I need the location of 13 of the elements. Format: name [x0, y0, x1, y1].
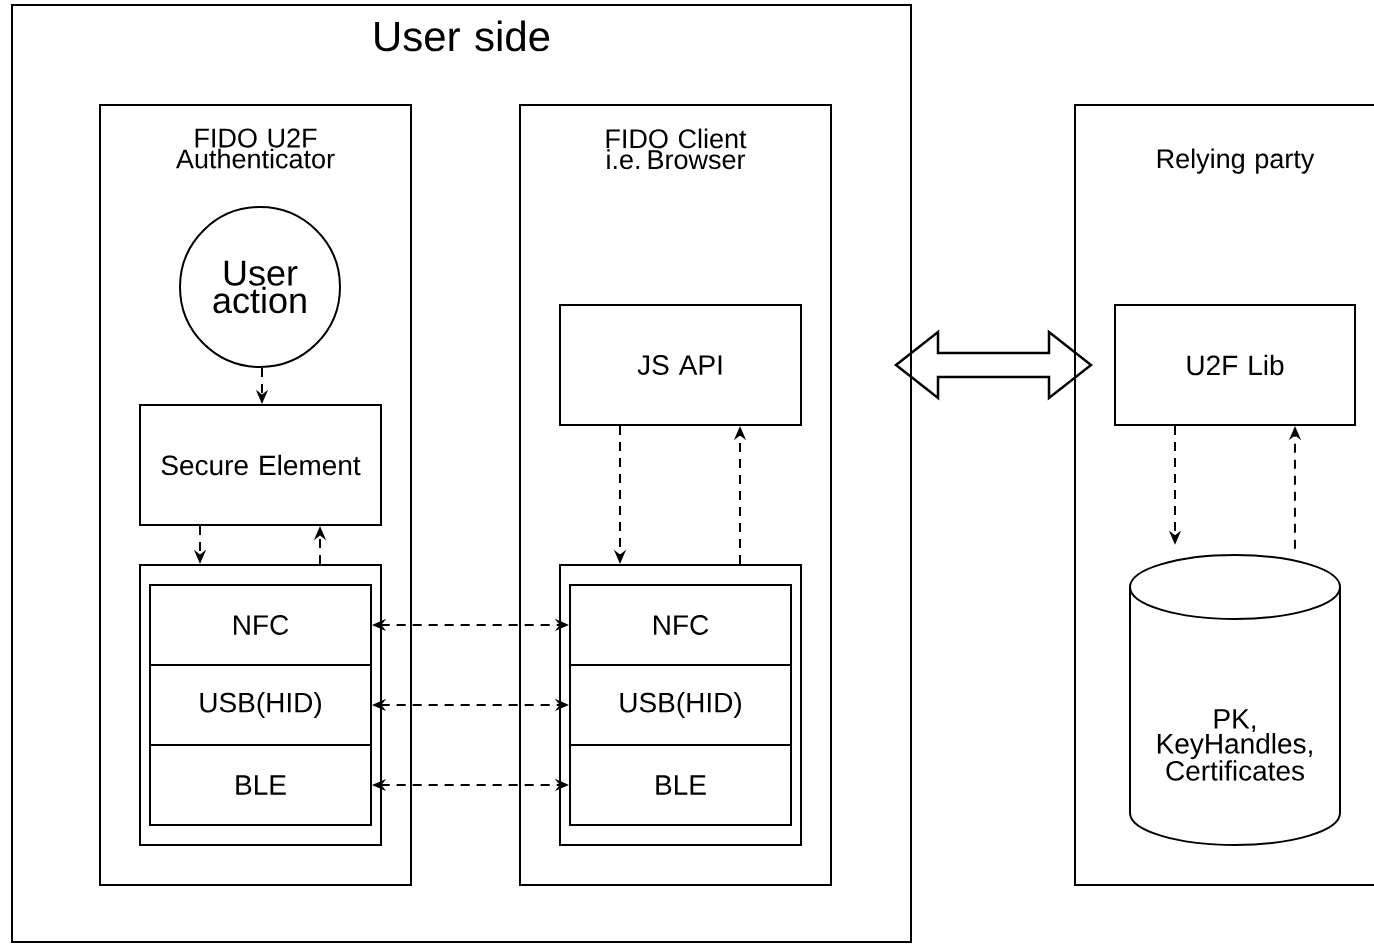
double-arrow: [894, 329, 1094, 401]
transport-box: NFC: [149, 584, 372, 666]
transport-box: NFC: [569, 584, 792, 666]
transport-box: BLE: [149, 744, 372, 826]
transport-box: USB(HID): [569, 664, 792, 746]
process-box: U2F Lib: [1114, 304, 1356, 426]
transport-box: BLE: [569, 744, 792, 826]
transport-stack-box: [139, 564, 382, 846]
transport-box: USB(HID): [149, 664, 372, 746]
process-box: JS API: [559, 304, 802, 426]
process-box: Secure Element: [139, 404, 382, 526]
database-cylinder: PK, KeyHandles, Certificates: [1129, 554, 1341, 846]
transport-stack-box: [559, 564, 802, 846]
